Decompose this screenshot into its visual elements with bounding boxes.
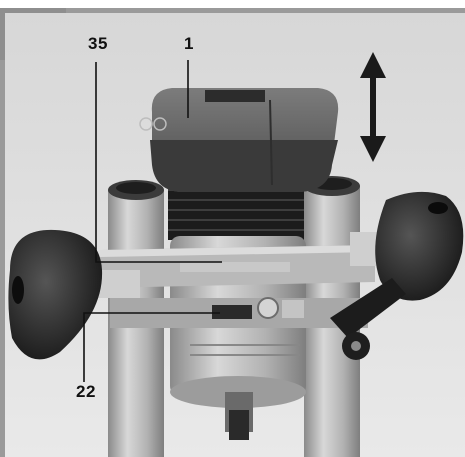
left-handle	[8, 229, 140, 360]
figure-top-rule	[0, 8, 465, 13]
figure-left-rule	[0, 8, 5, 457]
router-photo	[5, 13, 465, 457]
depth-adjuster	[212, 297, 304, 319]
up-down-double-arrow-icon	[360, 52, 386, 162]
callout-22: 22	[76, 382, 96, 401]
depth-carriage	[100, 245, 375, 356]
locking-lever	[330, 278, 406, 360]
callout-1: 1	[184, 34, 194, 53]
callout-leaders	[83, 60, 222, 382]
right-handle	[350, 191, 464, 301]
battery-pack	[139, 88, 339, 192]
callout-35: 35	[88, 34, 108, 53]
